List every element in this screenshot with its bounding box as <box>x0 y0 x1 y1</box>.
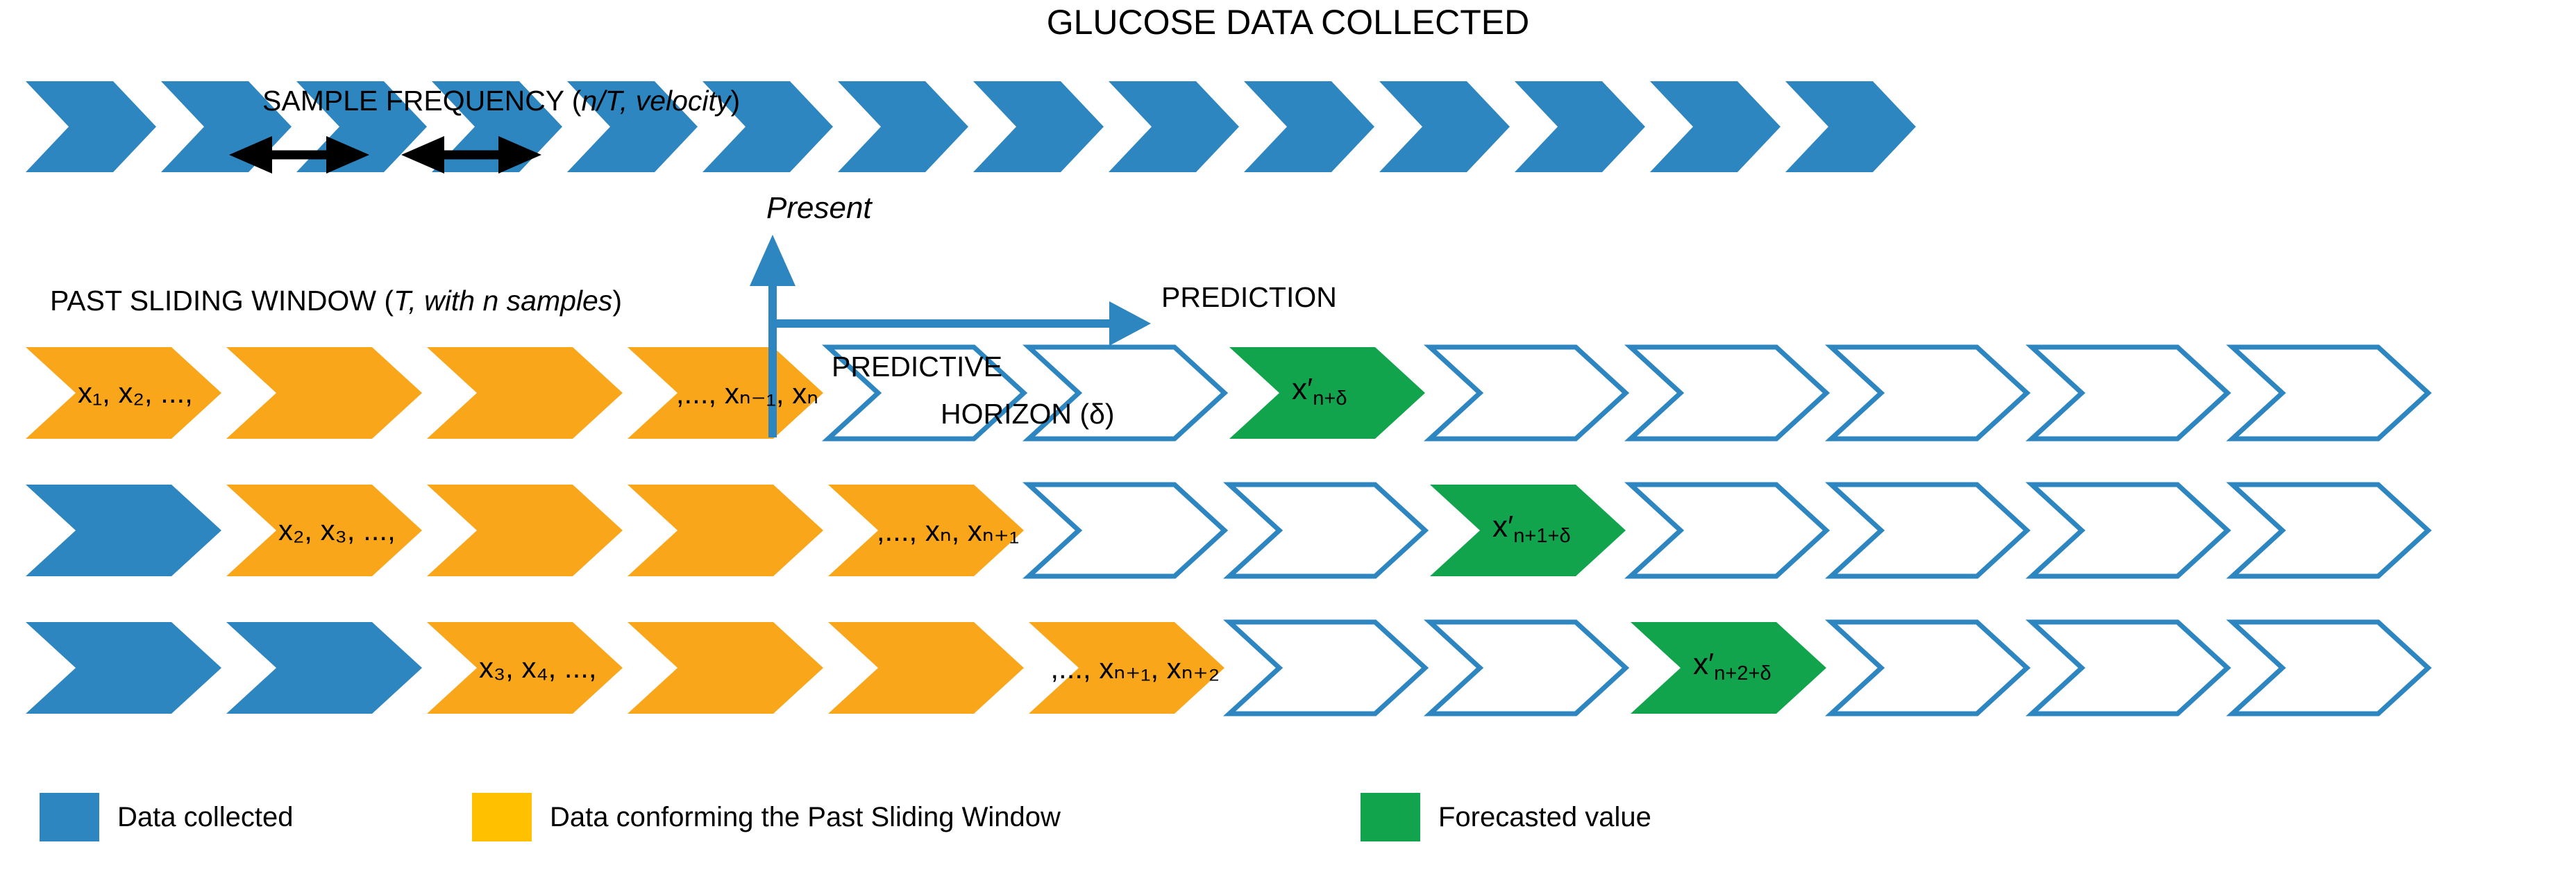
chevron-segment <box>2026 482 2232 579</box>
chevron-segment <box>226 347 422 439</box>
chevron-segment <box>1244 81 1374 172</box>
chevron-segment <box>1029 622 1224 714</box>
predictive-horizon-label-line2: HORIZON (δ) <box>941 398 1115 430</box>
row-3-left-label: x₃, x₄, ..., <box>479 651 597 684</box>
legend-item-3: Forecasted value <box>1361 793 1651 841</box>
chevron-segment <box>427 347 623 439</box>
sample-frequency-italic: n/T, velocity <box>581 85 731 117</box>
chevron-segment <box>1022 344 1229 442</box>
chevron-segment <box>1825 619 2031 716</box>
chevron-segment <box>427 622 623 714</box>
legend-swatch-3 <box>1361 793 1420 841</box>
legend-label-3: Forecasted value <box>1438 801 1651 832</box>
row-1-left-label: x₁, x₂, ..., <box>78 376 193 409</box>
chevron-segment <box>1223 619 1429 716</box>
chevron-segment <box>1379 81 1510 172</box>
chevron-segment <box>1109 81 1239 172</box>
chevron-segment <box>2226 344 2432 442</box>
chevron-segment <box>1624 344 1830 442</box>
chevron-segment <box>2226 619 2432 716</box>
chevron-segment <box>1825 482 2031 579</box>
legend-swatch-1 <box>40 793 99 841</box>
chevron-segment <box>26 81 156 172</box>
page-title: GLUCOSE DATA COLLECTED <box>1046 3 1530 42</box>
chevron-segment <box>2226 482 2432 579</box>
chevron-segment <box>1624 482 1830 579</box>
row-1-chevrons <box>26 344 2432 442</box>
sample-frequency-arrows <box>229 136 541 174</box>
chevron-segment <box>1825 344 2031 442</box>
row-1-right-label: ,..., xₙ₋₁, xₙ <box>675 377 818 410</box>
row-2-forecast-base: x′ <box>1492 510 1514 544</box>
present-label: Present <box>766 191 872 225</box>
legend-item-2: Data conforming the Past Sliding Window <box>472 793 1061 841</box>
row-1-forecast-label: x′n+δ <box>1292 372 1347 410</box>
chevron-segment <box>226 622 422 714</box>
sample-frequency-arrow-1 <box>229 136 369 174</box>
row-3-forecast-base: x′ <box>1693 647 1715 681</box>
present-axis <box>750 235 1151 437</box>
row-3-forecast-label: x′n+2+δ <box>1693 647 1771 685</box>
chevron-segment <box>1430 485 1626 576</box>
past-window-suffix: ) <box>612 285 622 317</box>
chevron-segment <box>973 81 1104 172</box>
chevron-segment <box>828 622 1024 714</box>
chevron-segment <box>1650 81 1781 172</box>
legend-label-1: Data collected <box>117 801 294 832</box>
chevron-segment <box>1515 81 1645 172</box>
chevron-segment <box>26 622 221 714</box>
chevron-segment <box>2026 344 2232 442</box>
chevron-segment <box>226 485 422 576</box>
row-3-right-label: ,..., xₙ₊₁, xₙ₊₂ <box>1050 652 1220 685</box>
past-window-italic: T, with n samples <box>394 285 613 317</box>
row-2-forecast-label: x′n+1+δ <box>1492 510 1571 548</box>
chevron-segment <box>628 622 823 714</box>
chevron-segment <box>1424 619 1630 716</box>
row-1-forecast-base: x′ <box>1292 372 1313 406</box>
sample-frequency-suffix: ) <box>730 85 741 117</box>
sample-frequency-arrow-2 <box>401 136 541 174</box>
past-sliding-window-label: PAST SLIDING WINDOW (T, with n samples) <box>50 285 622 317</box>
chevron-segment <box>1229 347 1425 439</box>
chevron-segment <box>1424 344 1630 442</box>
prediction-label: PREDICTION <box>1161 281 1337 313</box>
chevron-segment <box>1223 482 1429 579</box>
legend-item-1: Data collected <box>40 793 293 841</box>
chevron-segment <box>628 485 823 576</box>
chevron-segment <box>828 485 1024 576</box>
chevron-segment <box>822 344 1028 442</box>
past-window-prefix: PAST SLIDING WINDOW ( <box>50 285 394 317</box>
sample-frequency-label: SAMPLE FREQUENCY (n/T, velocity) <box>262 85 740 117</box>
legend-swatch-2 <box>472 793 532 841</box>
top-row-chevrons <box>26 81 1916 172</box>
row-3-forecast-subscript: n+2+δ <box>1714 662 1771 685</box>
chevron-segment <box>1785 81 1916 172</box>
row-2-chevrons <box>26 482 2432 579</box>
chevron-segment <box>427 485 623 576</box>
row-2-right-label: ,..., xₙ, xₙ₊₁ <box>876 514 1019 547</box>
row-3-chevrons <box>26 619 2432 716</box>
chevron-segment <box>702 81 833 172</box>
chevron-segment <box>26 347 221 439</box>
chevron-segment <box>432 81 562 172</box>
chevron-segment <box>26 485 221 576</box>
chevron-segment <box>2026 619 2232 716</box>
chevron-segment <box>567 81 698 172</box>
chevron-segment <box>1631 622 1826 714</box>
row-2-forecast-subscript: n+1+δ <box>1513 525 1571 548</box>
row-2-left-label: x₂, x₃, ..., <box>278 514 396 546</box>
row-1-forecast-subscript: n+δ <box>1313 387 1347 410</box>
chevron-segment <box>838 81 968 172</box>
chevron-segment <box>1022 482 1229 579</box>
predictive-horizon-label-line1: PREDICTIVE <box>832 351 1003 383</box>
sample-frequency-prefix: SAMPLE FREQUENCY ( <box>262 85 582 117</box>
legend-label-2: Data conforming the Past Sliding Window <box>550 801 1061 832</box>
